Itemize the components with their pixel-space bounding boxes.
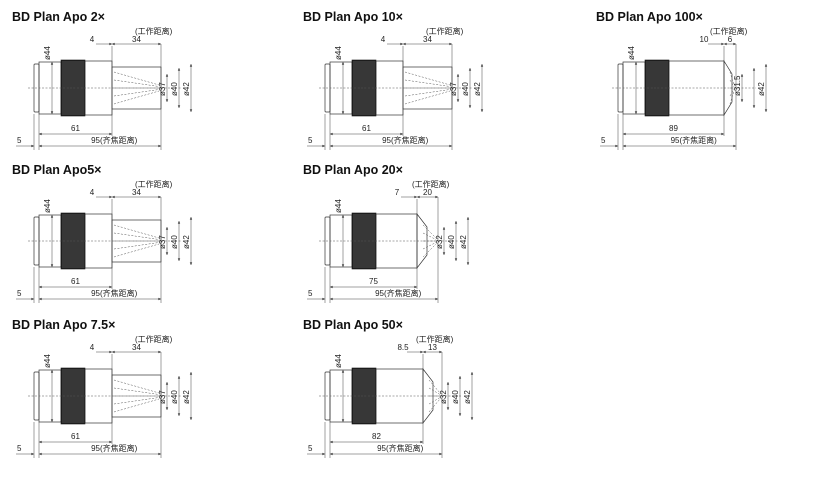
working-distance-value: 13 [428,343,437,352]
parfocal-value: 95 [91,444,100,453]
outer-diameter-b-label: ø42 [473,82,482,96]
objective-model-title: BD Plan Apo5× [12,163,102,177]
outer-diameter-a-label: ø40 [461,82,470,96]
wd-offset-label: 4 [381,35,386,44]
working-distance-caption: (工作距离) [426,26,464,36]
outer-diameter-a-label: ø40 [170,235,179,249]
outer-diameter-b-label: ø42 [182,82,191,96]
working-distance-caption: (工作距离) [416,334,454,344]
working-distance-caption: (工作距离) [710,26,748,36]
working-distance-value: 20 [423,188,432,197]
flange-dimension-label: 5 [17,289,22,298]
body-length-label: 82 [372,432,381,441]
wd-offset-label: 7 [395,188,400,197]
parfocal-label: (齐焦距离) [100,135,138,145]
tip-diameter-label: ø37 [158,235,167,249]
wd-offset-label: 10 [700,35,709,44]
working-distance-caption: (工作距离) [135,179,173,189]
parfocal-value: 95 [382,136,391,145]
body-diameter-label: ø44 [43,46,52,60]
parfocal-label: (齐焦距离) [391,135,429,145]
outer-diameter-a-label: ø40 [170,390,179,404]
working-distance-value: 34 [132,35,141,44]
parfocal-value: 95 [377,444,386,453]
tip-diameter-label: ø37 [158,390,167,404]
objective-drawing-panel: BD Plan Apo 100× 89 95(齐焦距离) 5 10 6(工作距离) ø44 ø… [596,10,786,160]
objective-outline-svg: 89 95(齐焦距离) 5 10 6(工作距离) ø44 ø31.5 ø42 [600,26,768,150]
parfocal-value: 95 [91,136,100,145]
flange-dimension-label: 5 [308,136,313,145]
parfocal-label: (齐焦距离) [680,135,718,145]
parfocal-label: (齐焦距离) [100,288,138,298]
body-diameter-label: ø44 [334,354,343,368]
outer-diameter-b-label: ø42 [459,235,468,249]
outer-diameter-b-label: ø42 [182,390,191,404]
tip-diameter-label: ø32 [435,235,444,249]
objective-drawing-panel: BD Plan Apo 2× 61 95(齐焦距离) 5 4 34(工作距离) ø44 ø37… [12,10,202,160]
objective-drawing-panel: BD Plan Apo 7.5× 61 95(齐焦距离) 5 4 34(工作距离) ø44 ø… [12,318,202,468]
flange-dimension-label: 5 [17,136,22,145]
flange-dimension-label: 5 [308,444,313,453]
outer-diameter-b-label: ø42 [463,390,472,404]
wd-offset-label: 4 [90,188,95,197]
body-length-label: 61 [362,124,371,133]
body-length-label: 75 [369,277,378,286]
outer-diameter-a-label: ø40 [451,390,460,404]
objective-drawing-panel: BD Plan Apo 50× 82 95(齐焦距离) 5 8.5 13(工作距离) ø44… [303,318,493,468]
body-length-label: 61 [71,124,80,133]
working-distance-caption: (工作距离) [135,26,173,36]
parfocal-value: 95 [375,289,384,298]
body-length-label: 61 [71,432,80,441]
objective-drawing-panel: BD Plan Apo 20× 75 95(齐焦距离) 5 7 20(工作距离) ø44 ø3… [303,163,493,313]
objective-model-title: BD Plan Apo 20× [303,163,403,177]
tip-diameter-label: ø37 [449,82,458,96]
tip-diameter-label: ø31.5 [733,75,742,96]
parfocal-label: (齐焦距离) [384,288,422,298]
tip-diameter-label: ø37 [158,82,167,96]
parfocal-label: (齐焦距离) [100,443,138,453]
working-distance-value: 34 [132,343,141,352]
objective-model-title: BD Plan Apo 10× [303,10,403,24]
working-distance-value: 34 [423,35,432,44]
flange-dimension-label: 5 [601,136,606,145]
outer-diameter-a-label: ø40 [170,82,179,96]
parfocal-label: (齐焦距离) [386,443,424,453]
flange-dimension-label: 5 [17,444,22,453]
parfocal-value: 95 [91,289,100,298]
body-length-label: 61 [71,277,80,286]
outer-diameter-b-label: ø42 [182,235,191,249]
body-diameter-label: ø44 [627,46,636,60]
working-distance-value: 34 [132,188,141,197]
wd-offset-label: 4 [90,343,95,352]
wd-offset-label: 8.5 [397,343,409,352]
objective-model-title: BD Plan Apo 100× [596,10,703,24]
outer-diameter-b-label: ø42 [757,82,766,96]
body-diameter-label: ø44 [43,199,52,213]
working-distance-value: 6 [728,35,733,44]
objective-model-title: BD Plan Apo 50× [303,318,403,332]
body-diameter-label: ø44 [43,354,52,368]
outer-diameter-a-label: ø40 [447,235,456,249]
parfocal-value: 95 [671,136,680,145]
body-diameter-label: ø44 [334,46,343,60]
tip-diameter-label: ø32 [439,390,448,404]
body-diameter-label: ø44 [334,199,343,213]
objective-model-title: BD Plan Apo 2× [12,10,105,24]
body-length-label: 89 [669,124,678,133]
working-distance-caption: (工作距离) [412,179,450,189]
objective-model-title: BD Plan Apo 7.5× [12,318,116,332]
flange-dimension-label: 5 [308,289,313,298]
working-distance-caption: (工作距离) [135,334,173,344]
objective-drawing-panel: BD Plan Apo 10× 61 95(齐焦距离) 5 4 34(工作距离) ø44 ø3… [303,10,493,160]
wd-offset-label: 4 [90,35,95,44]
